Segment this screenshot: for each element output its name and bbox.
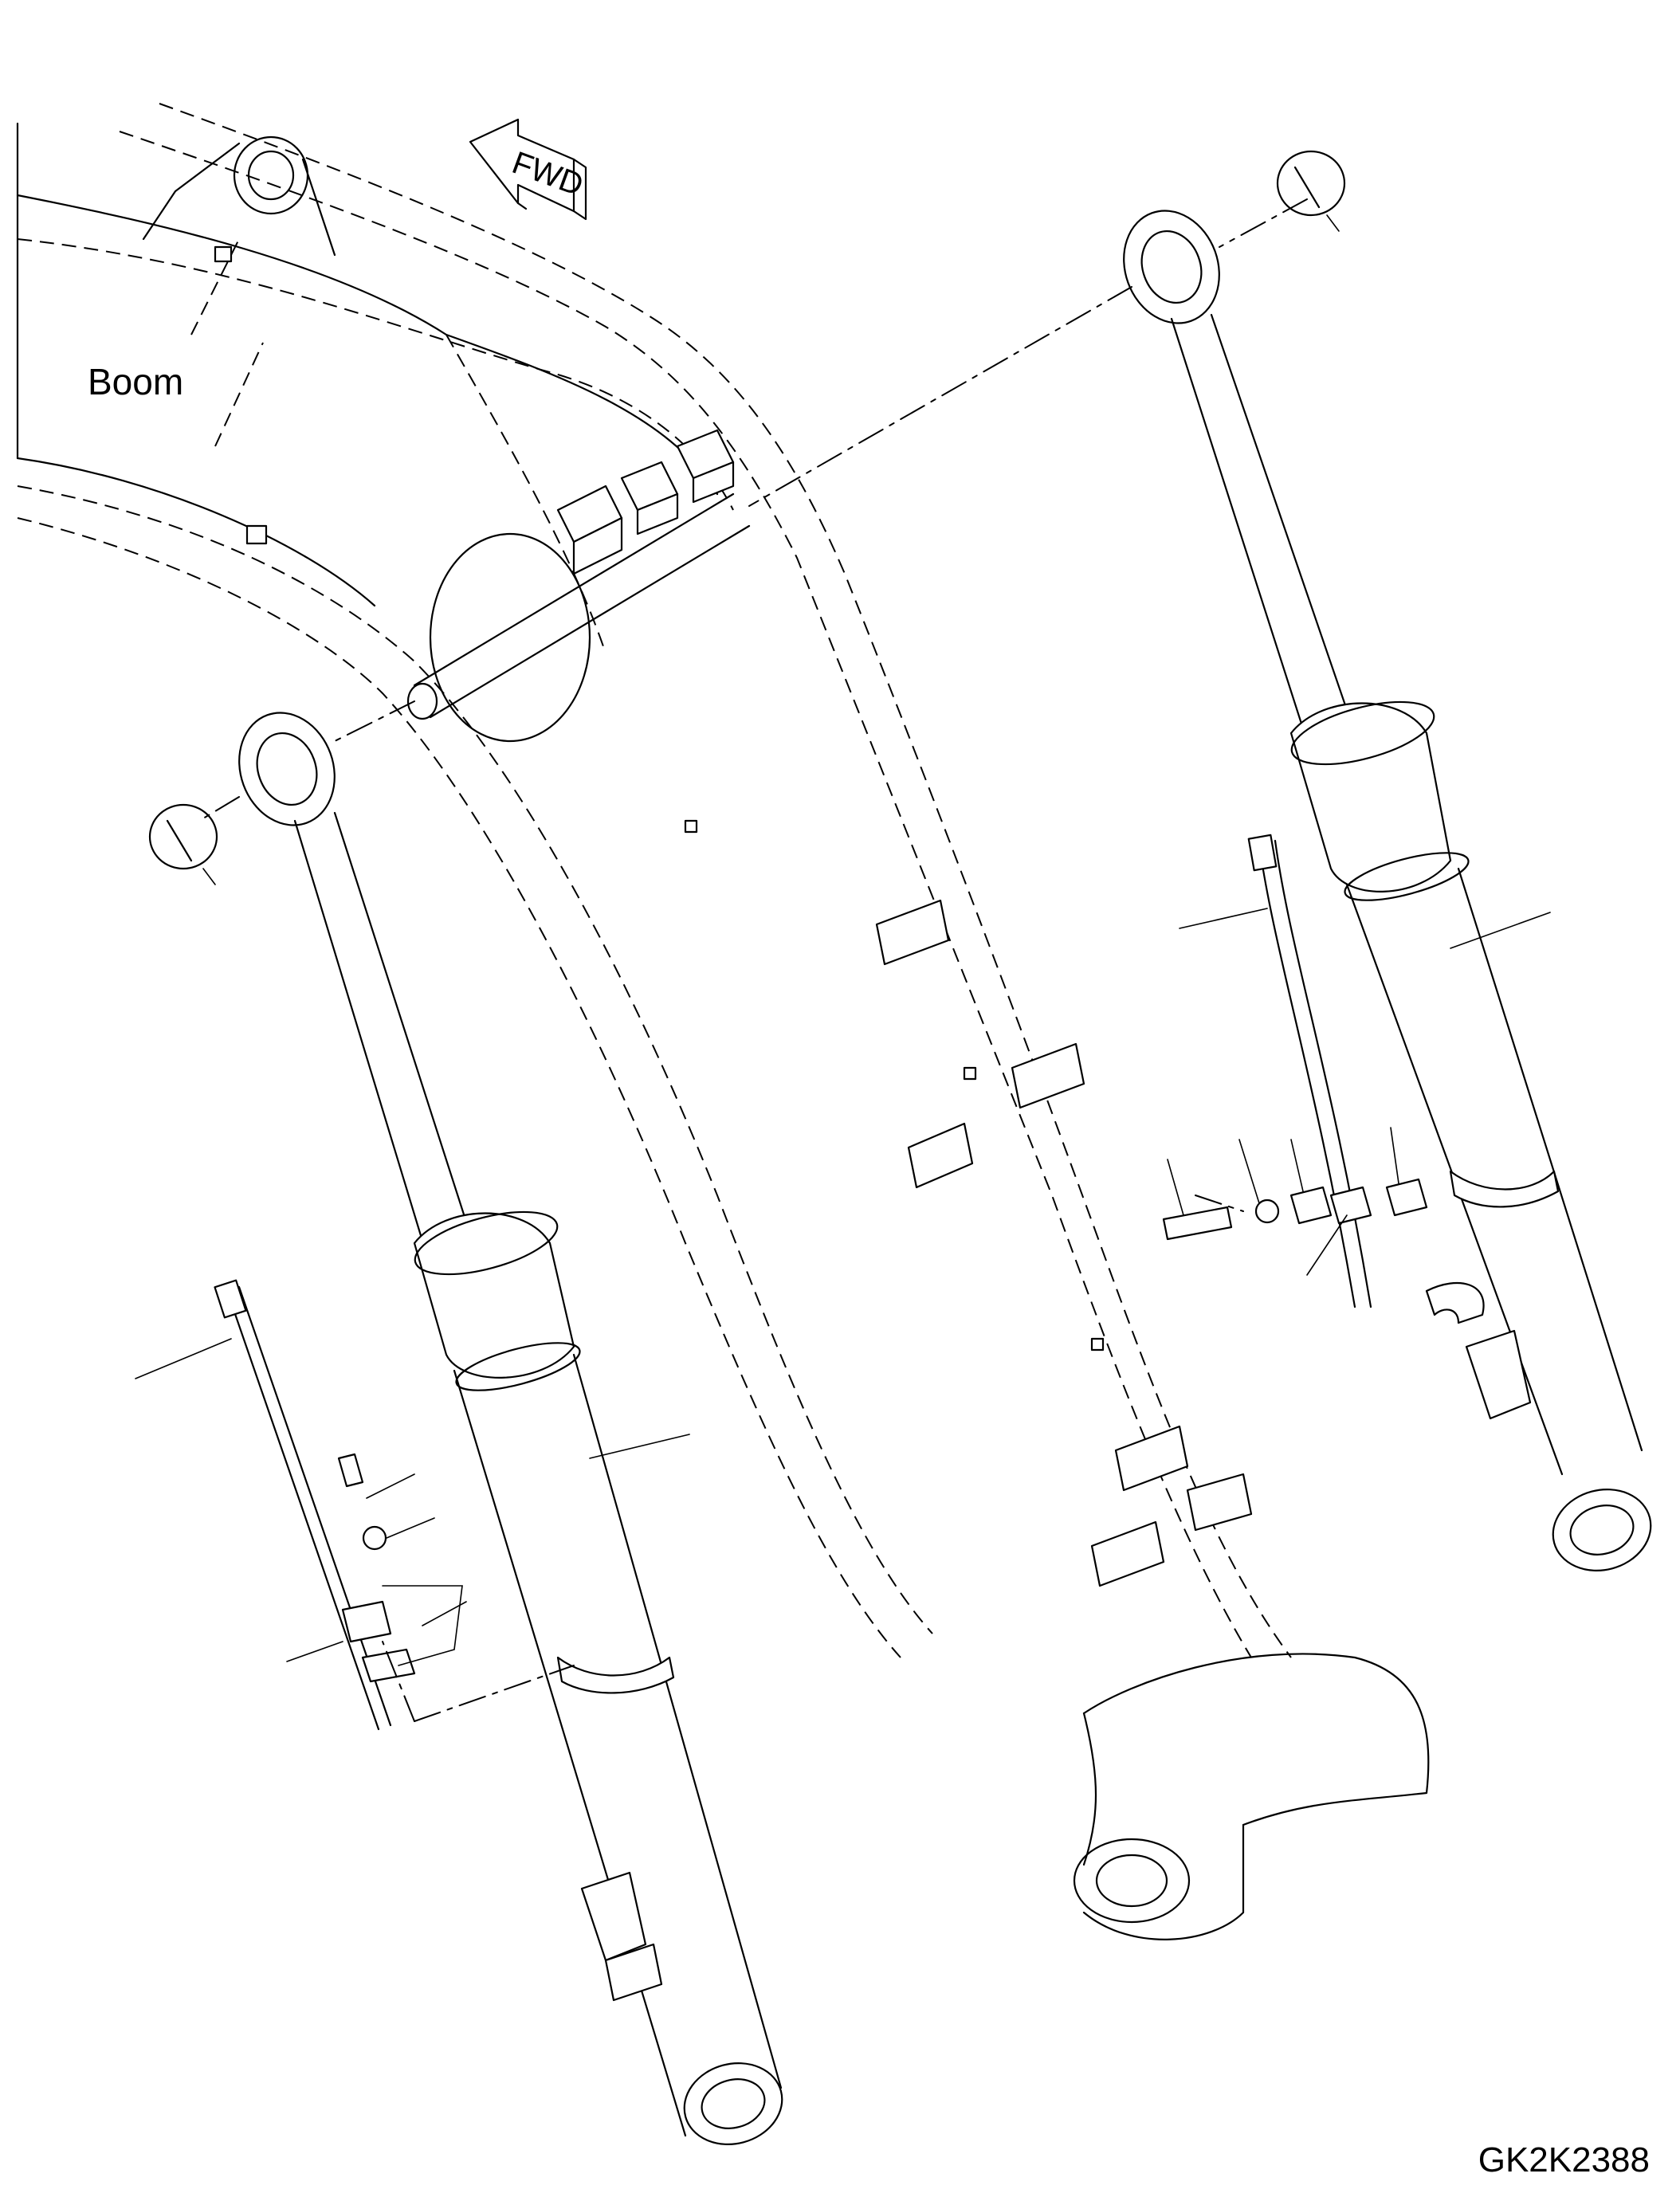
bolt-head	[214, 245, 233, 263]
clamp-block-group	[214, 245, 1253, 1587]
clamp-block	[1114, 1425, 1189, 1492]
clamp-block	[556, 485, 623, 575]
clamp-block	[676, 429, 735, 504]
boom-structure	[16, 103, 1430, 1940]
center-lines	[198, 198, 1308, 1722]
right-hose-assembly	[1162, 834, 1428, 1308]
clamp-block	[875, 899, 950, 966]
bolt-head	[1090, 1337, 1105, 1352]
clamp-block	[1090, 1520, 1165, 1587]
forward-arrow-icon	[469, 118, 587, 221]
clamp-block	[1186, 1473, 1253, 1532]
boom-label: Boom	[88, 361, 183, 402]
bolt-head	[684, 819, 698, 834]
left-spacer	[148, 803, 218, 885]
drawing-code: GK2K2388	[1478, 2140, 1650, 2179]
clamp-block	[620, 461, 679, 536]
left-hose-assembly	[214, 1279, 463, 1731]
right-cylinder	[1123, 210, 1652, 1571]
clamp-block	[1011, 1042, 1085, 1109]
left-cylinder	[238, 712, 783, 2145]
bolt-head	[963, 1066, 977, 1081]
right-spacer	[1276, 150, 1346, 232]
fwd-direction-indicator: FWD	[469, 118, 588, 221]
callout-leaders	[135, 908, 1551, 1662]
clamp-block	[907, 1122, 974, 1189]
bolt-head	[245, 524, 268, 545]
